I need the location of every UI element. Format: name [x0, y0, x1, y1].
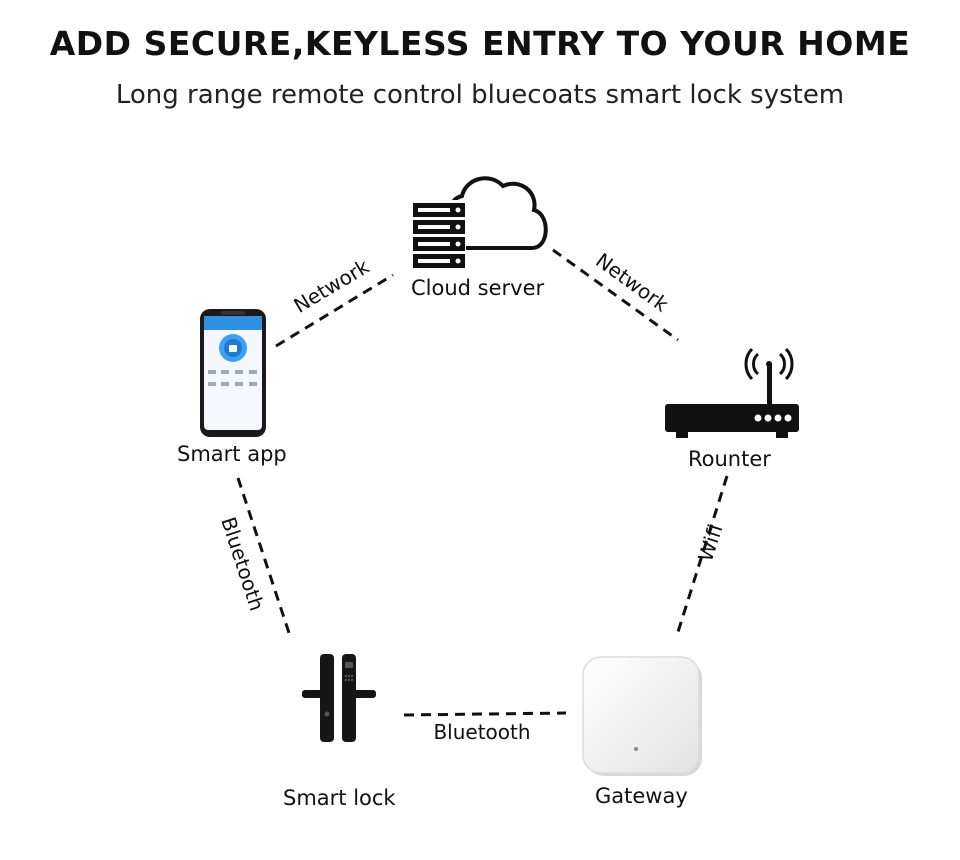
cloud-server-label: Cloud server	[411, 276, 545, 300]
link-cloud-router	[552, 248, 679, 342]
gateway-label: Gateway	[595, 784, 688, 808]
link-label-app-cloud: Network	[289, 254, 373, 318]
smart-lock-node	[300, 652, 380, 744]
smart-app-node	[199, 308, 267, 438]
router-label: Rounter	[688, 447, 771, 471]
wifi-router-icon	[665, 347, 799, 438]
link-label-cloud-router: Network	[591, 248, 673, 317]
door-lock-icon	[302, 654, 376, 742]
link-label-app-lock: Bluetooth	[216, 514, 269, 614]
smartphone-icon	[200, 309, 266, 437]
cloud-server-icon	[410, 176, 548, 270]
page-subtitle: Long range remote control bluecoats smar…	[115, 80, 845, 110]
link-lock-gateway	[403, 711, 567, 717]
link-router-gateway	[676, 475, 729, 633]
smart-lock-label: Smart lock	[283, 786, 396, 810]
link-label-router-gateway: Wifi	[693, 521, 727, 564]
gateway-node	[580, 654, 706, 780]
page-title: ADD SECURE,KEYLESS ENTRY TO YOUR HOME	[49, 24, 911, 63]
link-app-lock	[236, 477, 292, 637]
smart-app-label: Smart app	[177, 442, 287, 466]
link-label-lock-gateway: Bluetooth	[433, 720, 530, 744]
router-node	[664, 346, 800, 442]
link-app-cloud	[275, 273, 394, 348]
gateway-hub-icon	[582, 656, 702, 776]
cloud-server-node	[408, 170, 553, 275]
